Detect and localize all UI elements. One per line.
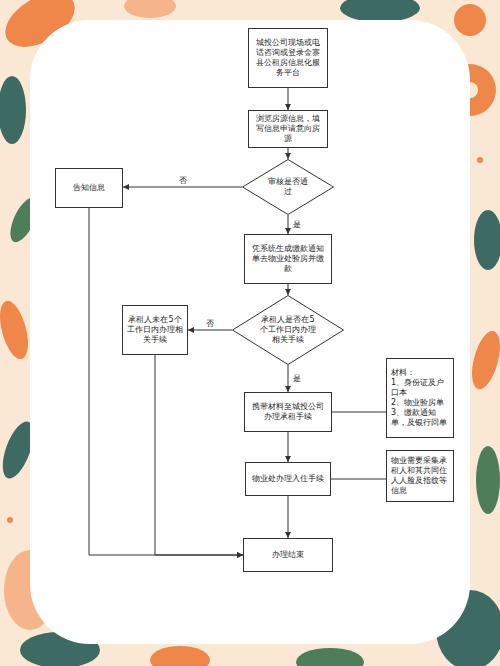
connector-arrow <box>155 355 243 555</box>
node-text: 承租人未在5个工作日内办理相关手续 <box>127 315 183 345</box>
green-leaf <box>296 648 364 666</box>
process-box: 告知信息 <box>55 168 123 208</box>
connector-arrow <box>288 215 289 234</box>
diamond-outline <box>243 160 334 215</box>
orange-leaf <box>150 646 210 666</box>
node-text: 物业需要采集承租人和其共同住人人脸及指纹等信息 <box>391 456 449 496</box>
connector-arrow <box>288 148 289 159</box>
decision-diamond: 审核是否通过 <box>242 159 334 215</box>
connector-arrow <box>188 330 232 331</box>
process-box: 承租人未在5个工作日内办理相关手续 <box>122 305 188 355</box>
connector-arrow <box>288 432 289 462</box>
decision-diamond: 承租人是否在5个工作日内办理相关手续 <box>232 295 344 365</box>
diamond-outline <box>233 296 344 365</box>
orange-flower <box>454 4 486 36</box>
orange-leaf <box>467 328 500 392</box>
edge-label: 是 <box>293 220 301 230</box>
node-text: 浏览房源信息，填写信息申请意向房源 <box>253 114 323 144</box>
connector-arrow <box>288 88 289 110</box>
node-text: 1、身份证及户口本 <box>391 378 449 398</box>
dot <box>7 517 13 523</box>
process-box: 物业处办理入住手续 <box>245 462 331 496</box>
dot <box>477 157 483 163</box>
process-box: 凭系统生成缴款通知单去物业处验房并缴款 <box>244 234 332 284</box>
node-text: 审核是否通过 <box>268 177 308 197</box>
node-text: 物业处办理入住手续 <box>252 474 324 484</box>
connector-arrow <box>288 365 289 392</box>
teal-leaf <box>0 76 26 144</box>
edge-label: 否 <box>179 176 187 186</box>
process-box: 浏览房源信息，填写信息申请意向房源 <box>248 110 328 148</box>
connector-arrow <box>123 187 242 188</box>
node-text: 办理结束 <box>272 550 304 560</box>
process-box: 办理结束 <box>243 538 333 572</box>
edge-label: 是 <box>293 374 301 384</box>
teal-leaf <box>474 210 500 270</box>
connector-arrow <box>331 479 386 480</box>
white-panel <box>30 20 470 644</box>
process-box: 城投公司现场或电话咨询或登录金寨县公租房信息化服务平台 <box>248 28 328 88</box>
node-text: 凭系统生成缴款通知单去物业处验房并缴款 <box>249 244 327 274</box>
node-text: 城投公司现场或电话咨询或登录金寨县公租房信息化服务平台 <box>253 38 323 78</box>
teal-leaf <box>340 0 420 22</box>
connector-arrow <box>332 412 386 413</box>
node-text: 告知信息 <box>73 183 105 193</box>
connector-arrow <box>288 284 289 295</box>
process-box: 材料：1、身份证及户口本2、物业验房单3、缴款通知单，及银行回单 <box>386 358 454 438</box>
node-text: 携带材料至城投公司办理承租手续 <box>249 402 327 422</box>
node-text: 3、缴款通知单，及银行回单 <box>391 408 449 428</box>
process-box: 携带材料至城投公司办理承租手续 <box>244 392 332 432</box>
process-box: 物业需要采集承租人和其共同住人人脸及指纹等信息 <box>386 450 454 502</box>
connector-arrow <box>288 496 289 538</box>
node-text: 承租人是否在5个工作日内办理相关手续 <box>258 315 318 345</box>
node-text: 材料： <box>391 368 415 378</box>
edge-label: 否 <box>206 319 214 329</box>
connector-arrow <box>89 208 243 555</box>
orange-leaf <box>0 298 33 362</box>
node-text: 2、物业验房单 <box>391 398 444 408</box>
green-leaf <box>476 446 500 514</box>
peach-leaf <box>124 0 176 18</box>
